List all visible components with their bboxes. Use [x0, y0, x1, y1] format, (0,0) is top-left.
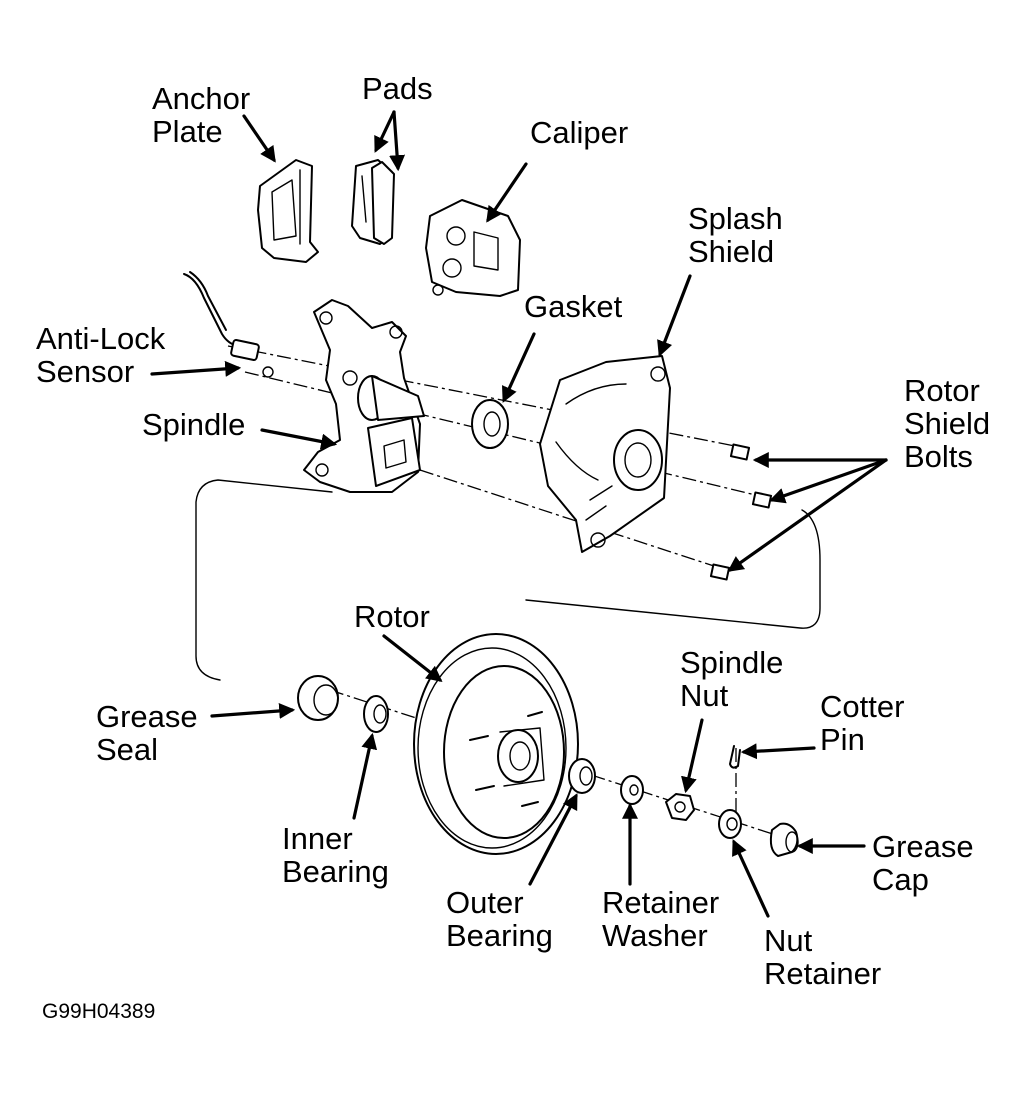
figure-id: G99H04389: [42, 1000, 156, 1023]
label-spindle: Spindle: [142, 407, 246, 442]
label-grease-cap: Grease Cap: [872, 829, 974, 897]
label-splash-shield: Splash Shield: [688, 201, 783, 269]
gasket-part: [471, 399, 509, 449]
label-caliper: Caliper: [530, 115, 629, 150]
label-pads: Pads: [362, 71, 433, 106]
grease-seal-part: [297, 675, 339, 721]
label-nut-retainer: Nut Retainer: [764, 923, 882, 991]
label-rotor-shield-bolts: Rotor Shield Bolts: [904, 373, 991, 474]
anchor-plate-part: [257, 159, 319, 263]
rotor-part: [413, 633, 579, 855]
rotor-shield-bolts-part: [709, 443, 773, 581]
label-gasket: Gasket: [524, 289, 623, 324]
label-grease-seal: Grease Seal: [96, 699, 198, 767]
label-cotter-pin: Cotter Pin: [820, 689, 905, 757]
splash-shield-part: [539, 355, 671, 553]
caliper-part: [425, 199, 521, 297]
cotter-pin-part: [729, 745, 741, 769]
label-outer-bearing: Outer Bearing: [446, 885, 553, 953]
label-retainer-washer: Retainer Washer: [602, 885, 720, 953]
nut-retainer-part: [718, 809, 742, 839]
label-anti-lock-sensor: Anti-Lock Sensor: [36, 321, 166, 389]
retainer-washer-part: [620, 775, 644, 805]
outer-bearing-part: [568, 758, 596, 794]
label-rotor: Rotor: [354, 599, 430, 634]
inner-bearing-part: [363, 695, 389, 733]
anti-lock-sensor-part: [183, 271, 274, 378]
brake-pads-part: [351, 159, 395, 245]
assembly-outline: [195, 479, 821, 681]
leader-arrows: [150, 110, 888, 918]
label-inner-bearing: Inner Bearing: [282, 821, 389, 889]
label-anchor-plate: Anchor Plate: [152, 81, 251, 149]
spindle-part: [303, 299, 425, 493]
spindle-nut-part: [665, 793, 695, 821]
grease-cap-part: [769, 822, 799, 857]
label-spindle-nut: Spindle Nut: [680, 645, 784, 713]
